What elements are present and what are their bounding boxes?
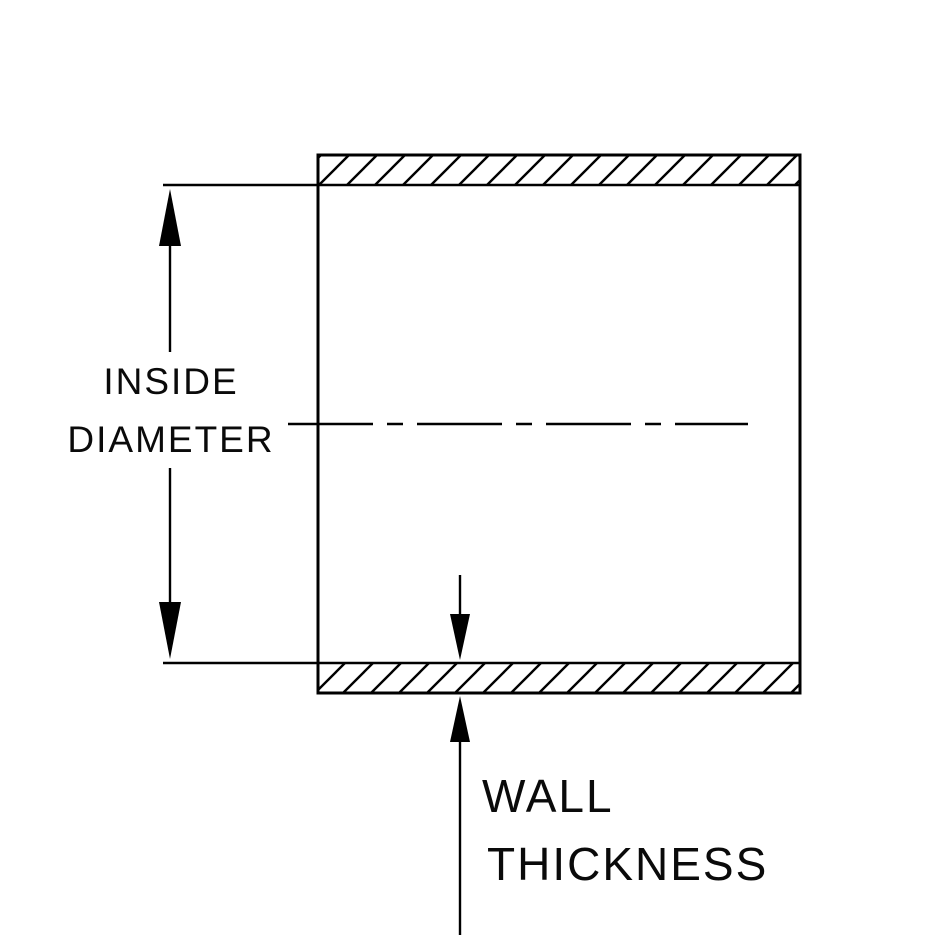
bottom-wall-hatching: [316, 661, 802, 695]
top-wall-hatching: [316, 153, 802, 187]
diagram-labels: INSIDE DIAMETER WALL THICKNESS: [67, 361, 768, 890]
id-arrow-up-icon: [159, 189, 181, 246]
wall-thickness-dimension: [450, 575, 470, 935]
wall-thickness-label-line1: WALL: [482, 770, 614, 822]
inside-diameter-label-line2: DIAMETER: [67, 419, 274, 460]
inside-diameter-dimension: [159, 183, 318, 665]
inside-diameter-label-line1: INSIDE: [103, 361, 238, 402]
wall-thickness-label-line2: THICKNESS: [487, 838, 768, 890]
tube-body: [316, 153, 802, 695]
id-arrow-down-icon: [159, 602, 181, 659]
wt-arrow-up-icon: [450, 696, 470, 742]
wt-arrow-down-icon: [450, 614, 470, 660]
